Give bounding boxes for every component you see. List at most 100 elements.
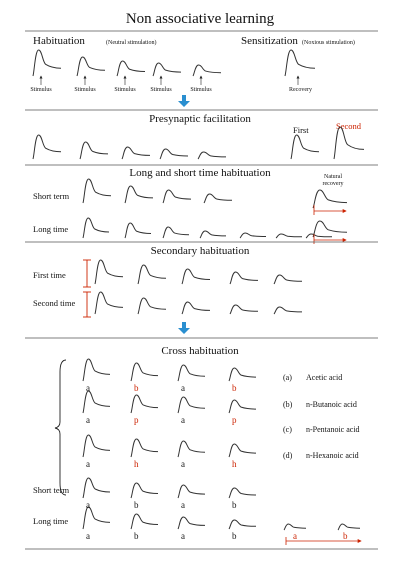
second-response-trace [333, 126, 365, 160]
cross-letter: a [181, 383, 185, 393]
presynaptic-trace [121, 146, 151, 160]
habituation-trace [152, 62, 182, 77]
short-term-trace [82, 178, 112, 204]
longshort-traces [82, 178, 348, 244]
cross-letter: a [181, 459, 185, 469]
second-time-trace [94, 291, 124, 315]
long-time-letter: b [232, 531, 237, 541]
long-time-cross-trace [130, 513, 159, 530]
recovery-trace-b [337, 523, 361, 531]
second-time-trace [137, 297, 167, 315]
stimulus-label: Stimulus [74, 87, 96, 93]
recovery-trace-a [283, 523, 307, 531]
long-time-letter: b [134, 531, 139, 541]
long-time-cross-trace [82, 506, 111, 530]
legend-key-d: (d) [283, 451, 293, 460]
stimulus-label: Stimulus [190, 87, 212, 93]
cross-letter: b [134, 383, 139, 393]
cross-short-term-label: Short term [33, 485, 70, 495]
second-time-trace [229, 304, 259, 315]
long-time-trace [124, 222, 152, 239]
cross-letter: a [86, 459, 90, 469]
legend-key-a: (a) [283, 373, 292, 382]
natural-recovery-trace-short [312, 189, 348, 209]
sensitization-trace [284, 49, 316, 77]
short-term-letter: a [86, 500, 90, 510]
legend-name-b: n-Butanoic acid [306, 400, 357, 409]
short-term-cross-trace [82, 477, 111, 499]
cross-letter: h [232, 459, 237, 469]
stimulus-label: Stimulus [150, 87, 172, 93]
long-time-trace [275, 233, 303, 239]
long-time-cross-trace [177, 516, 206, 530]
cross-brace [54, 359, 67, 496]
long-time-cross-trace [228, 519, 257, 530]
short-term-trace [124, 185, 154, 204]
legend-name-a: Acetic acid [306, 373, 342, 382]
cross-trace [228, 367, 257, 382]
long-time-trace [162, 226, 190, 239]
cross-long-time-label: Long time [33, 516, 68, 526]
legend-key-c: (c) [283, 425, 292, 434]
short-term-trace [162, 189, 192, 204]
short-term-cross-trace [228, 487, 257, 499]
first-time-trace [229, 271, 259, 285]
short-term-letter: b [232, 500, 237, 510]
page-title: Non associative learning [126, 11, 275, 27]
cross-letter: a [86, 415, 90, 425]
presynaptic-trace [159, 148, 189, 160]
legend-name-c: n-Pentanoic acid [306, 425, 360, 434]
cross-trace [130, 438, 159, 458]
cross-title: Cross habituation [161, 345, 239, 357]
cross-traces [82, 358, 362, 545]
cross-letter: b [232, 383, 237, 393]
short-term-cross-trace [130, 482, 159, 499]
first-time-label: First time [33, 270, 66, 280]
cross-trace [177, 396, 206, 414]
legend-name-d: n-Hexanoic acid [306, 451, 359, 460]
natural-recovery-label: recovery [323, 181, 344, 187]
habituation-trace [32, 49, 62, 77]
cross-trace [177, 364, 206, 382]
long-time-letter: a [86, 531, 90, 541]
first-time-trace [94, 259, 124, 285]
presynaptic-traces [32, 126, 365, 160]
longshort-title: Long and short time habituation [129, 167, 271, 179]
cross-trace [177, 440, 206, 458]
presynaptic-trace [79, 141, 109, 160]
flow-arrow-icon [178, 95, 190, 107]
second-time-label: Second time [33, 298, 75, 308]
second-time-trace [273, 306, 303, 315]
cross-trace [82, 390, 111, 414]
cross-trace [228, 399, 257, 414]
legend-key-b: (b) [283, 400, 293, 409]
recovery-letter-b: b [343, 531, 348, 541]
first-time-trace [137, 264, 167, 285]
short-term-label: Short term [33, 191, 70, 201]
secondary-traces [83, 259, 303, 318]
cross-letter: p [232, 415, 237, 425]
habituation-note: (Neutral stimulation) [106, 39, 157, 46]
long-time-trace [239, 232, 267, 239]
cross-trace [82, 358, 111, 382]
presynaptic-trace [197, 151, 227, 160]
cross-letter: p [134, 415, 139, 425]
long-time-trace [82, 217, 110, 239]
short-term-letter: b [134, 500, 139, 510]
habituation-trace [192, 64, 222, 77]
first-response-trace [290, 134, 320, 160]
long-time-label: Long time [33, 224, 68, 234]
secondary-title: Secondary habituation [151, 245, 250, 257]
natural-recovery-trace-long [312, 220, 348, 238]
recovery-label: Recovery [289, 87, 312, 93]
habituation-title: Habituation [33, 35, 85, 47]
stimulus-label: Stimulus [114, 87, 136, 93]
recovery-letter-a: a [293, 531, 297, 541]
sensitization-trace [284, 49, 316, 85]
natural-label: Natural [324, 174, 342, 180]
long-time-trace [305, 233, 333, 239]
cross-letter: h [134, 459, 139, 469]
